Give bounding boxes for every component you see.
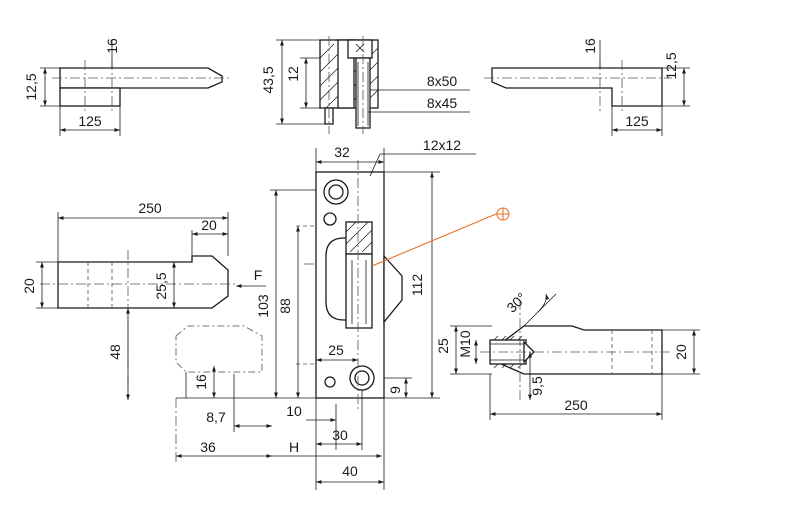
dim-top-right-width: 125 — [625, 113, 649, 129]
dim-right-angle: 30° — [503, 289, 529, 315]
dim-plate-10: 10 — [286, 403, 302, 419]
dim-top-right-top: 16 — [582, 38, 598, 54]
dim-right-length: 250 — [564, 397, 588, 413]
top-left-view: 12,5 125 16 — [23, 38, 230, 136]
section-view: 43,5 12 8x50 8x45 — [260, 36, 470, 134]
dim-top-right-height: 12,5 — [663, 52, 679, 79]
dim-plate-103: 103 — [255, 294, 271, 318]
dim-right-height: 20 — [673, 344, 689, 360]
dim-plate-88: 88 — [277, 298, 293, 314]
dim-ghost-16: 16 — [193, 374, 209, 390]
dim-plate-25: 25 — [328, 342, 344, 358]
dim-right-thread: M10 — [457, 330, 473, 357]
dim-section-total: 43,5 — [260, 66, 276, 93]
dim-section-inner: 12 — [285, 66, 301, 82]
dim-right-9-5: 9,5 — [529, 376, 545, 396]
top-right-view: 12,5 125 16 — [484, 38, 690, 136]
spring-hatch — [345, 221, 373, 253]
dim-ghost-36: 36 — [200, 439, 216, 455]
dim-right-25: 25 — [435, 338, 451, 354]
arm-view: 250 20 20 25,5 F 48 — [21, 200, 266, 400]
dim-arm-offset: 48 — [107, 344, 123, 360]
accent-leader — [371, 207, 510, 267]
right-view: 30° 25 M10 9,5 250 20 — [435, 289, 700, 420]
dim-top-left-width: 125 — [78, 113, 102, 129]
dim-ghost-H: H — [289, 439, 299, 455]
dim-plate-40: 40 — [342, 463, 358, 479]
dim-ghost-8-7: 8,7 — [206, 409, 226, 425]
dim-plate-width: 32 — [334, 144, 350, 160]
dim-plate-total: 112 — [409, 274, 425, 297]
dim-arm-tip: 20 — [201, 217, 217, 233]
dim-plate-9: 9 — [387, 386, 403, 394]
label-screw-b: 8x45 — [427, 95, 458, 111]
ghost-arm: 16 8,7 36 H — [175, 325, 382, 462]
dim-top-left-height: 12,5 — [23, 73, 39, 100]
label-force: F — [254, 267, 263, 283]
label-screw-a: 8x50 — [427, 73, 458, 89]
dim-plate-30: 30 — [332, 427, 348, 443]
dim-top-left-top: 16 — [104, 38, 120, 54]
dim-arm-mid: 25,5 — [153, 272, 169, 299]
dim-arm-height: 20 — [21, 278, 37, 294]
label-square: 12x12 — [423, 137, 461, 153]
dim-arm-length: 250 — [138, 200, 162, 216]
main-plate: 32 12x12 112 103 88 25 9 10 30 40 — [255, 137, 476, 490]
